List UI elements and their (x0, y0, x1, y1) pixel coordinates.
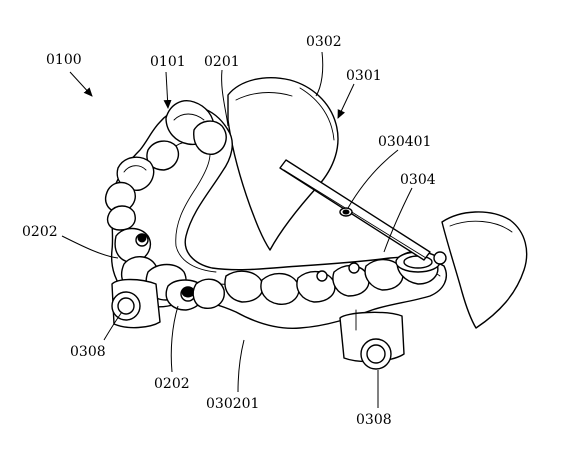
left-post (111, 278, 161, 329)
label-assembly: 0100 (46, 52, 82, 68)
label-arch-top: 0201 (204, 54, 240, 70)
label-post-right: 0308 (356, 412, 392, 428)
label-rod: 0304 (400, 172, 436, 188)
label-base-pointer: 0301 (346, 68, 382, 84)
dental-arch (104, 100, 448, 330)
reference-labels: 0100 0101 0201 0302 0301 030401 0304 020… (22, 34, 436, 428)
leader-lines (61, 51, 413, 408)
connecting-rod (279, 159, 431, 261)
label-tooth: 0101 (150, 54, 186, 70)
label-arch-bottom: 0202 (154, 376, 190, 392)
label-rod-hole: 030401 (378, 134, 431, 150)
right-base-dome (441, 211, 528, 329)
label-base-top: 0302 (306, 34, 342, 50)
label-arch-left: 0202 (22, 224, 58, 240)
right-post (339, 309, 405, 370)
label-base-bottom: 030201 (206, 396, 259, 412)
label-post-left: 0308 (70, 344, 106, 360)
